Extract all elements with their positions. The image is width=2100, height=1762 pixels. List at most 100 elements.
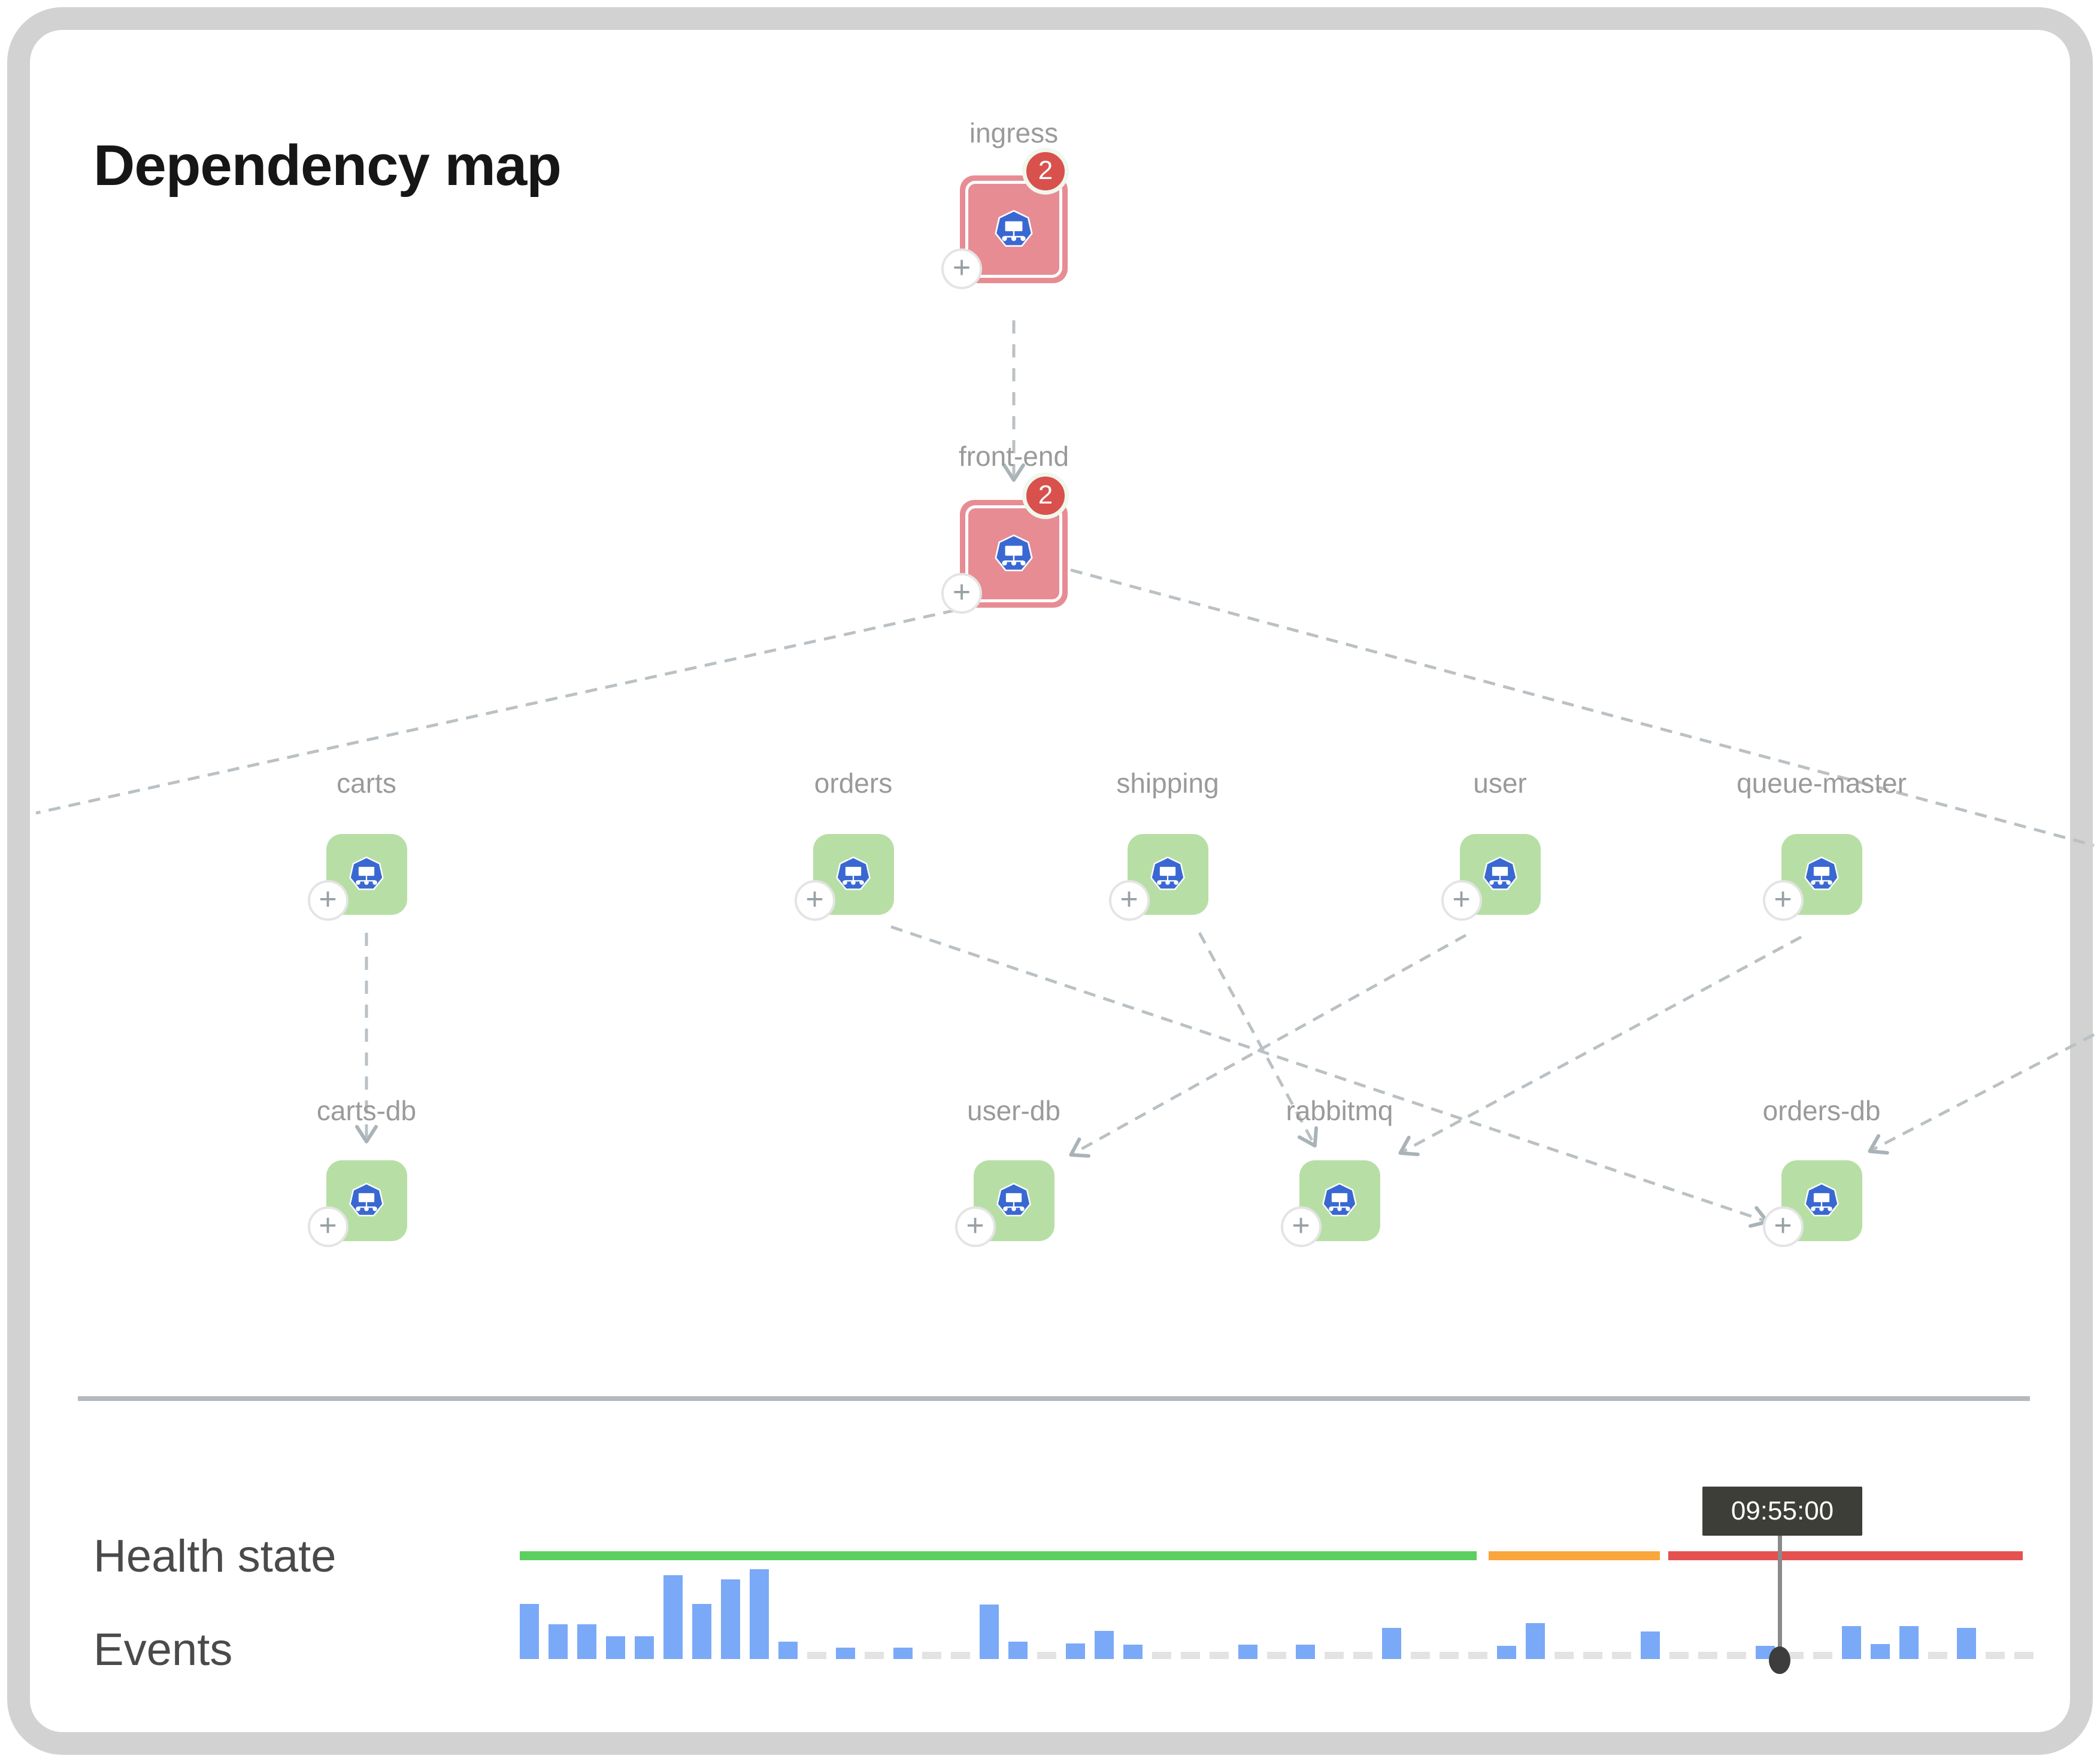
- alert-count-badge: 2: [1022, 148, 1069, 195]
- event-bar: [1641, 1631, 1660, 1659]
- expand-node-button[interactable]: +: [307, 1206, 349, 1247]
- baseline-dash: [951, 1652, 970, 1659]
- alert-count-badge: 2: [1022, 472, 1069, 519]
- baseline-dash: [1411, 1652, 1430, 1659]
- event-bar: [1382, 1628, 1401, 1659]
- event-bar: [1123, 1645, 1143, 1659]
- event-bar: [980, 1605, 999, 1659]
- expand-node-button[interactable]: +: [1762, 1206, 1804, 1247]
- node-label-rabbitmq: rabbitmq: [1286, 1095, 1393, 1126]
- expand-node-button[interactable]: +: [794, 880, 835, 921]
- baseline-dash: [1181, 1652, 1200, 1659]
- baseline-dash: [1325, 1652, 1344, 1659]
- edge-orders-to-orders-db: [890, 925, 1769, 1228]
- workload-heptagon-icon: [836, 856, 871, 890]
- page-title: Dependency map: [93, 134, 562, 198]
- node-label-orders-db: orders-db: [1762, 1095, 1881, 1126]
- workload-heptagon-icon: [349, 1182, 384, 1217]
- node-user[interactable]: +: [1441, 833, 1541, 921]
- health-segment-orange: [1489, 1551, 1660, 1560]
- workload-heptagon-icon: [1804, 856, 1839, 890]
- expand-node-button[interactable]: +: [941, 573, 982, 614]
- events-label: Events: [93, 1624, 233, 1675]
- event-bar: [1871, 1644, 1890, 1659]
- node-queue-master[interactable]: +: [1762, 833, 1862, 921]
- workload-heptagon-icon: [1804, 1182, 1839, 1217]
- workload-heptagon-icon: [1150, 856, 1185, 890]
- event-bar: [1842, 1626, 1861, 1659]
- edge-front-end-fan-right: [1070, 568, 2095, 847]
- node-orders[interactable]: +: [794, 833, 894, 921]
- baseline-dash: [807, 1652, 826, 1659]
- health-segment-red: [1668, 1551, 2023, 1560]
- expand-node-button[interactable]: +: [1441, 880, 1482, 921]
- node-shipping[interactable]: +: [1108, 833, 1208, 921]
- baseline-dash: [1669, 1652, 1689, 1659]
- expand-node-button[interactable]: +: [1762, 880, 1804, 921]
- event-bar: [692, 1604, 711, 1659]
- edge-user-to-user-db: [1069, 933, 1467, 1158]
- baseline-dash: [1612, 1652, 1631, 1659]
- baseline-dash: [1440, 1652, 1459, 1659]
- node-label-carts-db: carts-db: [316, 1095, 417, 1126]
- node-label-queue-master: queue-master: [1737, 768, 1907, 799]
- baseline-dash: [922, 1652, 941, 1659]
- time-tooltip: 09:55:00: [1702, 1487, 1862, 1536]
- event-bar: [1008, 1642, 1028, 1659]
- baseline-dash: [1698, 1652, 1717, 1659]
- event-bar: [836, 1648, 855, 1659]
- node-carts[interactable]: +: [307, 833, 407, 921]
- node-label-user: user: [1473, 768, 1527, 799]
- node-label-shipping: shipping: [1116, 768, 1219, 799]
- event-bar: [1497, 1646, 1516, 1659]
- event-bar: [577, 1624, 596, 1659]
- expand-node-button[interactable]: +: [941, 248, 982, 289]
- expand-node-button[interactable]: +: [307, 880, 349, 921]
- workload-heptagon-icon: [1322, 1182, 1357, 1217]
- baseline-dash: [1583, 1652, 1602, 1659]
- baseline-dash: [1152, 1652, 1171, 1659]
- event-bar: [1238, 1645, 1257, 1659]
- baseline-dash: [1727, 1652, 1746, 1659]
- node-label-carts: carts: [337, 768, 396, 799]
- node-orders-db[interactable]: +: [1762, 1160, 1862, 1247]
- health-state-label: Health state: [93, 1531, 337, 1582]
- node-label-user-db: user-db: [967, 1095, 1060, 1126]
- node-rabbitmq[interactable]: +: [1280, 1160, 1380, 1247]
- node-user-db[interactable]: +: [954, 1160, 1054, 1247]
- event-bar: [549, 1624, 568, 1659]
- workload-heptagon-icon: [349, 856, 384, 890]
- event-bar: [750, 1569, 769, 1659]
- event-bar: [1957, 1628, 1976, 1659]
- event-bar: [778, 1642, 798, 1659]
- edge-edge-right-to-orders-db: [1868, 1033, 2095, 1155]
- workload-heptagon-icon: [1483, 856, 1517, 890]
- event-bar: [663, 1575, 683, 1659]
- expand-node-button[interactable]: +: [954, 1206, 996, 1247]
- workload-heptagon-icon: [996, 1182, 1031, 1217]
- node-label-front-end: front-end: [958, 441, 1069, 472]
- event-bar: [1066, 1643, 1085, 1659]
- baseline-dash: [1813, 1652, 1832, 1659]
- expand-node-button[interactable]: +: [1108, 880, 1150, 921]
- edge-front-end-fan-left: [35, 604, 975, 815]
- baseline-dash: [865, 1652, 884, 1659]
- expand-node-button[interactable]: +: [1280, 1206, 1322, 1247]
- baseline-dash: [1267, 1652, 1286, 1659]
- event-bar: [635, 1636, 654, 1659]
- node-front-end[interactable]: +2: [941, 472, 1069, 614]
- event-bar: [1899, 1626, 1919, 1659]
- node-ingress[interactable]: +2: [941, 148, 1069, 289]
- baseline-dash: [1928, 1652, 1947, 1659]
- health-segment-green: [520, 1551, 1477, 1560]
- baseline-dash: [1037, 1652, 1056, 1659]
- tooltip-time-text: 09:55:00: [1731, 1496, 1834, 1526]
- event-bar: [1526, 1623, 1545, 1659]
- time-scrubber-line[interactable]: [1778, 1536, 1782, 1660]
- baseline-dash: [2014, 1652, 2034, 1659]
- node-carts-db[interactable]: +: [307, 1160, 407, 1247]
- baseline-dash: [1468, 1652, 1487, 1659]
- baseline-dash: [1554, 1652, 1574, 1659]
- time-scrubber-handle[interactable]: [1769, 1646, 1790, 1674]
